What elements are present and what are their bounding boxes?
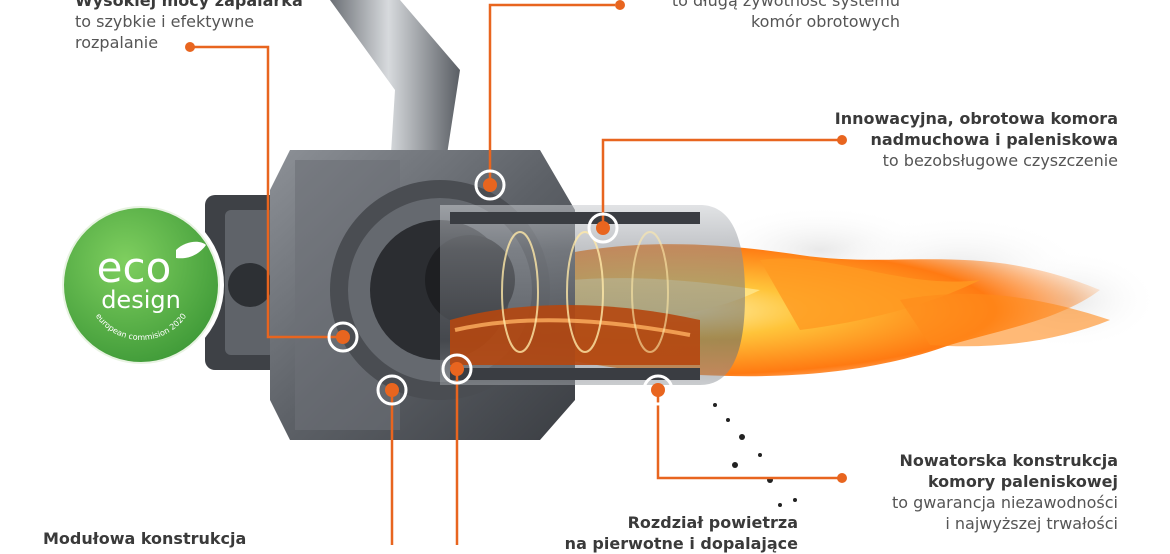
label-igniter: Wysokiej mocy zapalarka to szybkie i efe…: [75, 0, 303, 53]
callout-text-dots: [185, 0, 847, 483]
motor: [205, 195, 285, 370]
label-igniter-sub2: rozpalanie: [75, 33, 159, 52]
label-rotary-title2: nadmuchowa i paleniskowa: [870, 130, 1118, 149]
combustion-tube: [440, 205, 745, 385]
label-combustion-chamber: Nowatorska konstrukcja komory paleniskow…: [892, 450, 1118, 534]
label-rotary-chamber: Innowacyjna, obrotowa komora nadmuchowa …: [835, 108, 1118, 171]
label-rotary-sub1: to bezobsługowe czyszczenie: [882, 151, 1118, 170]
badge-word-eco: eco: [97, 243, 172, 292]
label-combustion-sub2: i najwyższej trwałości: [945, 514, 1118, 533]
callout-markers: [327, 169, 674, 406]
label-modular-title1: Modułowa konstrukcja: [43, 529, 247, 548]
label-air-title1: Rozdział powietrza: [627, 513, 798, 532]
label-igniter-sub1: to szybkie i efektywne: [75, 12, 255, 31]
label-igniter-title: Wysokiej mocy zapalarka: [75, 0, 303, 10]
label-lifetime-sub1: to długą żywotność systemu: [671, 0, 900, 10]
label-lifetime: to długą żywotność systemu komór obrotow…: [672, 0, 900, 32]
label-combustion-title2: komory paleniskowej: [927, 472, 1118, 491]
callout-lines: [190, 3, 842, 545]
label-combustion-sub1: to gwarancja niezawodności: [891, 493, 1118, 512]
label-air-title2: na pierwotne i dopalające: [564, 534, 798, 553]
label-lifetime-sub2: komór obrotowych: [750, 12, 900, 31]
badge-word-design: design: [101, 286, 181, 314]
ecodesign-badge: eco design european commision 2020: [58, 202, 224, 368]
ash-particles: [713, 403, 797, 507]
label-air-split: Rozdział powietrza na pierwotne i dopala…: [565, 512, 798, 554]
label-modular: Modułowa konstrukcja: [43, 528, 246, 549]
label-combustion-title1: Nowatorska konstrukcja: [899, 451, 1118, 470]
leaf-icon: [176, 241, 206, 259]
label-rotary-title1: Innowacyjna, obrotowa komora: [834, 109, 1118, 128]
